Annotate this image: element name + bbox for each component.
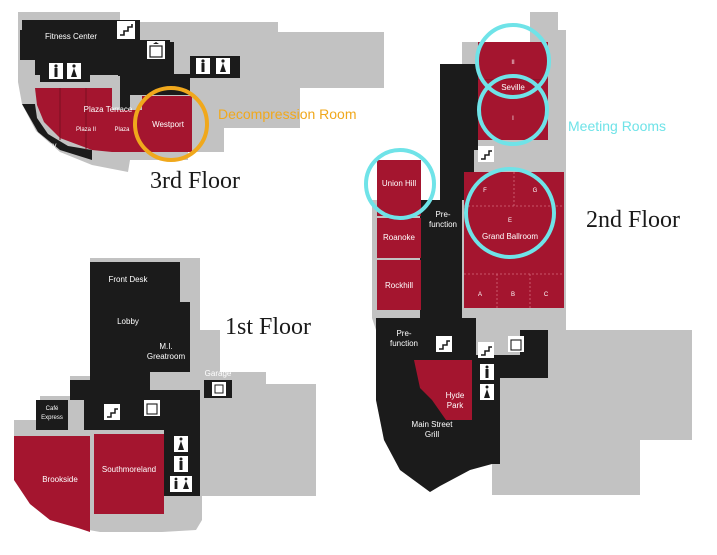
main-street-label-top: Main Street xyxy=(412,420,454,429)
grand-ballroom-label: Grand Ballroom xyxy=(482,232,538,241)
cafe-express-area xyxy=(36,400,68,430)
restroom-icon xyxy=(480,364,494,380)
restroom-icon xyxy=(196,58,210,74)
cafe-label-bottom: Express xyxy=(41,415,63,421)
balcony-area xyxy=(22,104,92,160)
third-floor-map: Fitness Center Plaza Terrace Plaza II Pl… xyxy=(18,12,384,194)
elevator-icon xyxy=(147,41,165,59)
restroom-icon xyxy=(67,63,81,79)
decompression-room-highlight xyxy=(133,86,209,162)
prefunction-label-top: Pre- xyxy=(435,210,450,219)
plaza-terrace-label: Plaza Terrace xyxy=(84,105,133,114)
union-hill-room xyxy=(377,160,421,216)
first-floor-title: 1st Floor xyxy=(225,314,311,340)
first-floor-map: Front Desk Lobby M.I. Greatroom Garage C… xyxy=(14,258,316,532)
restroom-icon xyxy=(480,384,494,400)
meeting-rooms-callout: Meeting Rooms xyxy=(568,118,666,134)
seville-i-label: I xyxy=(512,116,514,122)
ballroom-b-label: B xyxy=(511,292,515,298)
second-floor-map: Seville II I Union Hill Pre- function Ro… xyxy=(364,12,692,495)
second-floor-corridor xyxy=(420,64,478,330)
southmoreland-room xyxy=(94,434,164,514)
third-floor-elevator-block xyxy=(118,42,174,76)
grand-ballroom xyxy=(464,172,564,308)
restroom-icon xyxy=(174,436,188,452)
southmoreland-label: Southmoreland xyxy=(102,465,156,474)
restroom-icon xyxy=(170,476,192,492)
seville-label: Seville xyxy=(501,83,525,92)
seville-ii-label: II xyxy=(511,60,515,66)
roanoke-room xyxy=(377,218,421,258)
decompression-room-callout: Decompression Room xyxy=(218,106,357,122)
restroom-icon xyxy=(216,58,230,74)
hyde-park-label-top: Hyde xyxy=(446,391,465,400)
ballroom-e-label: E xyxy=(508,218,512,224)
main-street-label-bottom: Grill xyxy=(425,430,439,439)
stairs-icon xyxy=(478,146,494,162)
front-desk-area xyxy=(96,264,160,306)
prefunction2-label-bottom: function xyxy=(390,339,418,348)
brookside-room xyxy=(14,436,90,532)
meeting-room-highlight-grand-ballroom xyxy=(464,167,556,259)
front-desk-label: Front Desk xyxy=(108,275,148,284)
greatroom-label-top: M.I. xyxy=(159,342,172,351)
rockhill-label: Rockhill xyxy=(385,281,413,290)
balcony-label: Balcony xyxy=(28,141,56,150)
rockhill-room xyxy=(377,260,421,310)
ballroom-c-label: C xyxy=(544,292,549,298)
stairs-icon xyxy=(436,336,452,352)
meeting-room-highlight-seville-ii xyxy=(475,23,551,99)
third-floor-title: 3rd Floor xyxy=(150,168,240,194)
plaza-rooms xyxy=(35,88,112,152)
elevator-icon xyxy=(212,382,226,396)
meeting-room-highlight-seville-i xyxy=(477,74,549,146)
stairs-icon xyxy=(117,21,135,39)
prefunction2-label-top: Pre- xyxy=(396,329,411,338)
hyde-park-label-bottom: Park xyxy=(447,401,464,410)
fitness-center-label: Fitness Center xyxy=(45,32,97,41)
hyde-park-room xyxy=(414,360,472,420)
cafe-label-top: Café xyxy=(46,406,59,412)
greatroom-label-bottom: Greatroom xyxy=(147,352,186,361)
restroom-icon xyxy=(49,63,63,79)
ballroom-a-label: A xyxy=(478,292,482,298)
union-hill-label: Union Hill xyxy=(382,179,416,188)
plaza-ii-label: Plaza II xyxy=(76,127,96,133)
westport-label: Westport xyxy=(152,120,185,129)
stairs-icon xyxy=(104,404,120,420)
westport-room xyxy=(142,96,192,152)
roanoke-label: Roanoke xyxy=(383,233,416,242)
elevator-icon xyxy=(508,336,524,352)
ballroom-f-label: F xyxy=(483,188,487,194)
prefunction-label-bottom: function xyxy=(429,220,457,229)
stairs-icon xyxy=(478,342,494,358)
elevator-icon xyxy=(144,400,160,416)
plaza-label: Plaza xyxy=(114,127,130,133)
third-floor-restroom-block xyxy=(40,60,90,82)
meeting-room-highlight-union-hill xyxy=(364,148,436,220)
lobby-label: Lobby xyxy=(117,317,139,326)
restroom-icon xyxy=(174,456,188,472)
second-floor-title: 2nd Floor xyxy=(586,207,680,233)
brookside-label: Brookside xyxy=(42,475,78,484)
garage-label: Garage xyxy=(205,369,232,378)
ballroom-g-label: G xyxy=(533,188,538,194)
fitness-center-room xyxy=(22,20,120,60)
